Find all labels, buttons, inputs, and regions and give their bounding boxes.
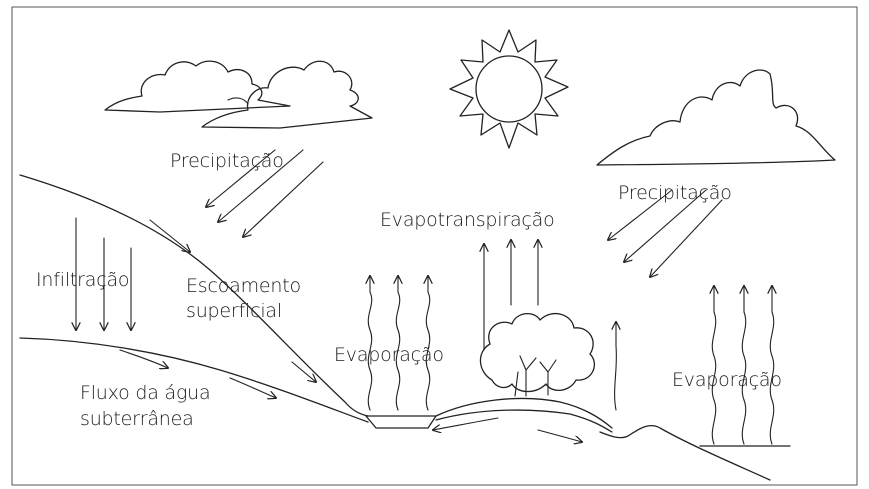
sun-icon bbox=[450, 30, 568, 148]
cloud-left-detail bbox=[228, 98, 248, 104]
label-evaporation-right: Evaporação bbox=[672, 369, 782, 391]
label-precipitation-left: Precipitação bbox=[170, 150, 284, 172]
label-evapotranspiration: Evapotranspiração bbox=[380, 209, 555, 231]
evaporation-arrows-right bbox=[712, 286, 773, 444]
terrain-right bbox=[600, 426, 770, 480]
label-groundwater-line1: Fluxo da água bbox=[80, 382, 210, 404]
label-evaporation-left: Evaporação bbox=[334, 344, 444, 366]
label-groundwater-line2: subterrânea bbox=[80, 408, 194, 430]
lake bbox=[366, 416, 436, 428]
evaporation-arrows-left bbox=[368, 276, 429, 410]
label-runoff-line2: superficial bbox=[186, 300, 282, 322]
water-table-line bbox=[20, 338, 368, 422]
mound bbox=[436, 398, 612, 428]
label-precipitation-right: Precipitação bbox=[618, 182, 732, 204]
cloud-right bbox=[597, 70, 835, 165]
cloud-left-back bbox=[105, 61, 290, 112]
runoff-arrow-lower bbox=[292, 362, 316, 382]
tree-icon bbox=[480, 314, 594, 396]
ground-evaporation-arrow bbox=[615, 322, 617, 410]
label-infiltration: Infiltração bbox=[36, 269, 129, 291]
runoff-arrow bbox=[150, 220, 190, 252]
evapotranspiration-arrows bbox=[484, 240, 538, 350]
label-runoff-line1: Escoamento bbox=[186, 275, 301, 297]
mound-base bbox=[436, 410, 612, 432]
